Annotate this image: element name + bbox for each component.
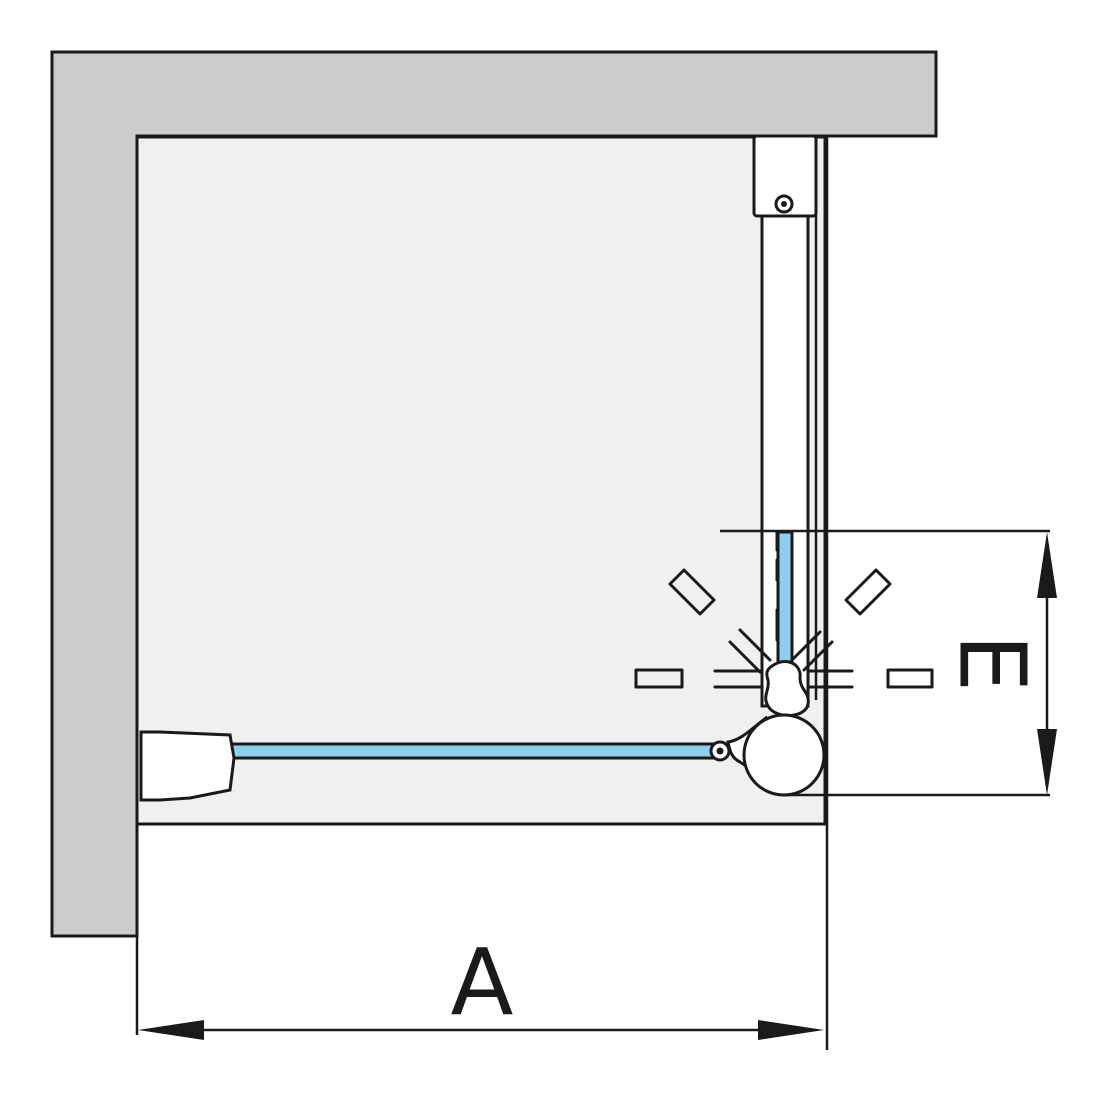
dimension-e-arrow-top — [1037, 532, 1057, 598]
dimension-a-label: A — [451, 929, 514, 1036]
pivot-hinge — [742, 713, 826, 797]
dimension-a-arrow-right — [758, 1020, 824, 1040]
swing-markers — [634, 530, 934, 689]
door-glass-panel — [228, 742, 718, 760]
dimension-a-arrow-left — [138, 1020, 204, 1040]
side-glass-panel — [776, 530, 794, 664]
door-end-profile — [139, 730, 236, 802]
shower-floor — [135, 135, 827, 826]
dimension-e-label: E — [939, 634, 1046, 692]
door-screw-center — [716, 747, 724, 755]
fixing-screw-top-center — [781, 201, 787, 207]
dimension-e-arrow-bottom — [1037, 729, 1057, 795]
